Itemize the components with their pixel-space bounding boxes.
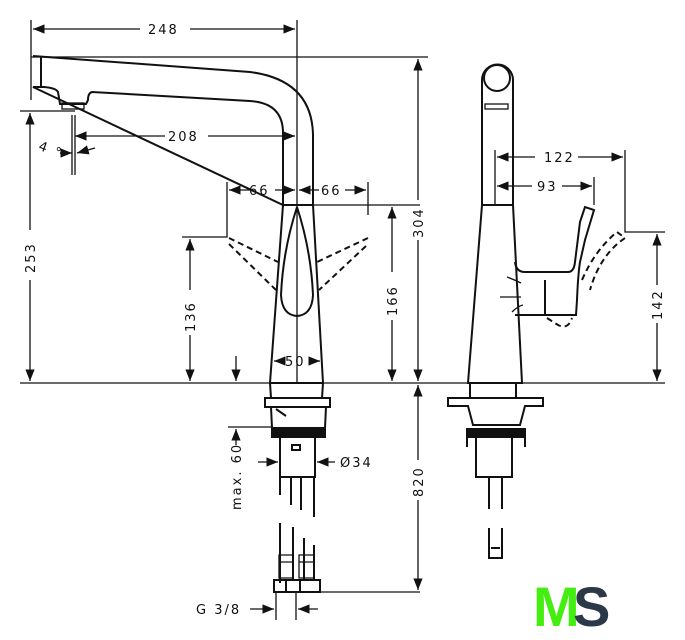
side-shank (466, 438, 526, 559)
front-view: 248 208 4 ° 253 304 66 66 136 166 50 max… (20, 20, 665, 620)
dim-66-left: 66 (249, 184, 270, 199)
dim-66-right: 66 (321, 184, 342, 199)
dim-142: 142 (651, 289, 666, 320)
dim-angle: 4 ° (36, 139, 65, 162)
dim-diameter-34: Ø34 (340, 456, 373, 471)
dim-g-3-8: G 3/8 (196, 603, 241, 618)
dim-253: 253 (24, 242, 39, 273)
dim-820: 820 (412, 466, 427, 497)
dim-50: 50 (285, 355, 306, 370)
dim-208: 208 (168, 130, 199, 145)
mounting-plate (264, 397, 331, 429)
hose-fittings (278, 554, 315, 579)
dim-93: 93 (537, 180, 558, 195)
dim-166: 166 (386, 285, 401, 316)
handle-left-position (228, 237, 279, 291)
dim-304: 304 (412, 207, 427, 238)
thread (271, 428, 326, 438)
dim-122: 122 (544, 151, 575, 166)
logo-m: M (533, 575, 580, 638)
side-thread (466, 428, 526, 438)
side-lever-alt-position (546, 230, 627, 328)
side-aerator (484, 103, 509, 110)
handle-right-position (316, 237, 369, 291)
side-view: 122 93 142 (447, 63, 666, 559)
shank (279, 438, 316, 583)
dim-248: 248 (148, 23, 179, 38)
side-spout-head (483, 64, 511, 92)
dim-136: 136 (184, 301, 199, 332)
side-mounting-plate (447, 383, 544, 426)
ms-logo: M S (533, 575, 610, 638)
logo-s: S (573, 575, 610, 638)
aerator (61, 102, 85, 110)
side-column (466, 63, 524, 384)
dim-max-60: max. 60 (230, 443, 245, 510)
side-lever (514, 205, 596, 316)
